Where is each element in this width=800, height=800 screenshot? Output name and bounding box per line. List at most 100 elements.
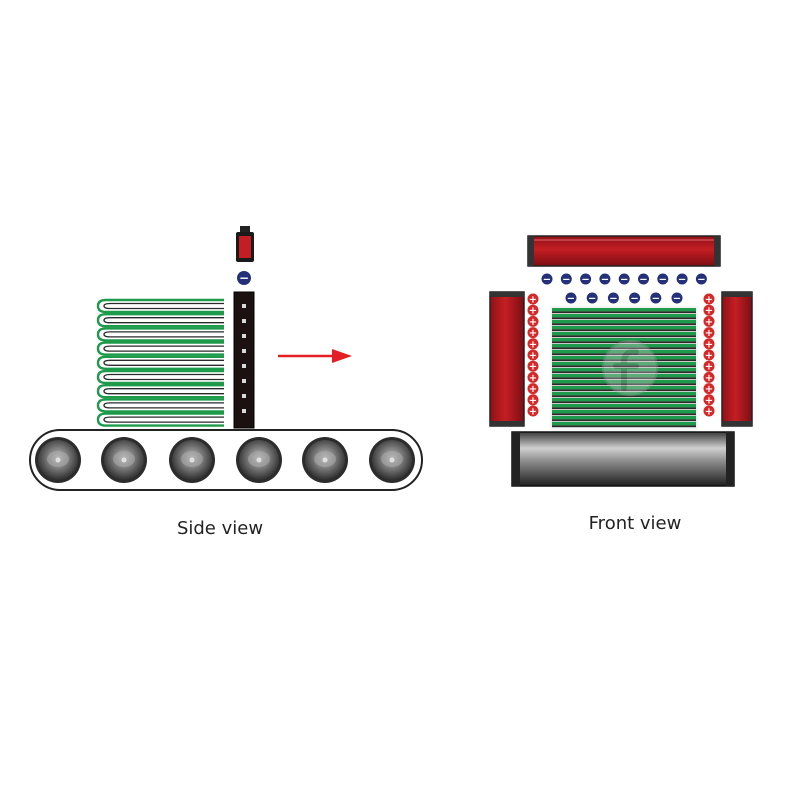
positive-charge-symbol: + (703, 383, 715, 395)
negative-charge-symbol: − (618, 273, 630, 286)
svg-text:−: − (630, 294, 638, 305)
svg-text:−: − (609, 294, 617, 305)
top-electrode-bar (527, 235, 721, 267)
sheet-edge (552, 410, 696, 414)
roller (35, 437, 81, 483)
negative-charge-symbol: − (671, 292, 683, 305)
svg-text:+: + (529, 306, 537, 317)
f-logo-watermark-icon (602, 340, 658, 396)
svg-text:+: + (705, 295, 713, 306)
roller (302, 437, 348, 483)
svg-text:+: + (705, 317, 713, 328)
sheet-edge (552, 386, 696, 390)
negative-charge-symbol: − (607, 292, 619, 305)
front-sheet-stack (552, 308, 696, 428)
svg-text:+: + (705, 407, 713, 418)
positive-charge-symbol: + (527, 304, 539, 317)
negative-charge-symbol: − (560, 273, 572, 286)
sheet-edge (552, 362, 696, 366)
roller (369, 437, 415, 483)
positive-charge-symbol: + (703, 293, 715, 306)
negative-charge-symbol: − (657, 273, 669, 286)
positive-charge-symbol: + (527, 371, 539, 384)
positive-charge-symbol: + (527, 360, 539, 373)
svg-text:−: − (601, 275, 609, 286)
negative-charge-symbol: − (638, 273, 649, 286)
sheet-edge (552, 380, 696, 384)
svg-text:+: + (705, 328, 713, 339)
roller (236, 437, 282, 483)
folded-sheet (96, 298, 224, 314)
svg-text:−: − (673, 294, 681, 305)
positive-charge-symbol: + (527, 338, 539, 350)
positive-charge-symbol: + (527, 383, 539, 395)
sheet-edge (552, 320, 696, 324)
left-electrode-bar (489, 291, 525, 427)
sheet-edge (552, 404, 696, 408)
conveyor-drum (511, 431, 735, 487)
sheet-edge (552, 356, 696, 360)
folded-sheet (96, 355, 224, 370)
negative-charge-symbol: − (237, 271, 251, 285)
front-view-caption: Front view (588, 513, 682, 534)
negative-charge-symbol: − (541, 273, 553, 286)
emitter-point (242, 409, 246, 413)
emitter-point (242, 394, 246, 398)
sheet-edge (552, 368, 696, 372)
roller (101, 437, 147, 483)
folded-sheet (96, 412, 224, 427)
emitter-point (242, 319, 246, 323)
sheet-edge (552, 338, 696, 342)
sheet-edge (552, 314, 696, 318)
sheet-edge (552, 344, 696, 348)
negative-charge-symbol: − (586, 292, 598, 305)
negative-charge-symbol: − (695, 273, 707, 286)
svg-text:+: + (529, 384, 537, 395)
negative-charge-symbol: − (599, 273, 611, 286)
positive-charge-column: +++++++++++ (703, 293, 715, 418)
svg-text:−: − (567, 294, 575, 305)
positive-charge-symbol: + (703, 360, 715, 373)
emitter-point (242, 364, 246, 368)
svg-text:+: + (529, 339, 537, 350)
positive-charge-symbol: + (527, 293, 539, 306)
svg-text:+: + (705, 306, 713, 317)
svg-text:−: − (543, 275, 551, 286)
svg-text:+: + (529, 395, 537, 406)
sheet-edge (552, 374, 696, 378)
positive-charge-symbol: + (703, 405, 715, 418)
side-view: − (29, 226, 423, 491)
svg-text:+: + (705, 395, 713, 406)
negative-charge-symbol: − (580, 273, 592, 286)
positive-charge-symbol: + (703, 338, 715, 350)
svg-text:+: + (705, 373, 713, 384)
folded-sheet (96, 341, 224, 356)
svg-text:+: + (529, 351, 537, 362)
svg-text:+: + (705, 339, 713, 350)
svg-text:−: − (678, 275, 686, 286)
emitter-point (242, 334, 246, 338)
positive-charge-symbol: + (527, 327, 539, 339)
emitter-point (242, 349, 246, 353)
conveyor-belt (29, 429, 423, 491)
sheet-edge (552, 308, 696, 312)
svg-text:+: + (705, 384, 713, 395)
negative-charge-symbol: − (650, 292, 662, 305)
svg-text:−: − (562, 275, 570, 286)
svg-text:−: − (639, 275, 647, 286)
svg-text:−: − (588, 294, 596, 305)
charge-generator (236, 226, 254, 262)
right-arrow-icon (278, 349, 352, 363)
sheet-edge (552, 392, 696, 396)
emitter-point (242, 379, 246, 383)
front-view: −−−−−−−−− −−−−−− +++++++++++ +++++++++++ (489, 235, 753, 487)
svg-text:−: − (652, 294, 660, 305)
svg-text:−: − (581, 275, 589, 286)
svg-text:−: − (239, 271, 249, 285)
svg-text:+: + (529, 317, 537, 328)
positive-charge-symbol: + (703, 371, 715, 384)
positive-charge-symbol: + (527, 315, 539, 328)
negative-charge-symbol: − (629, 292, 641, 305)
positive-charge-symbol: + (703, 349, 715, 362)
